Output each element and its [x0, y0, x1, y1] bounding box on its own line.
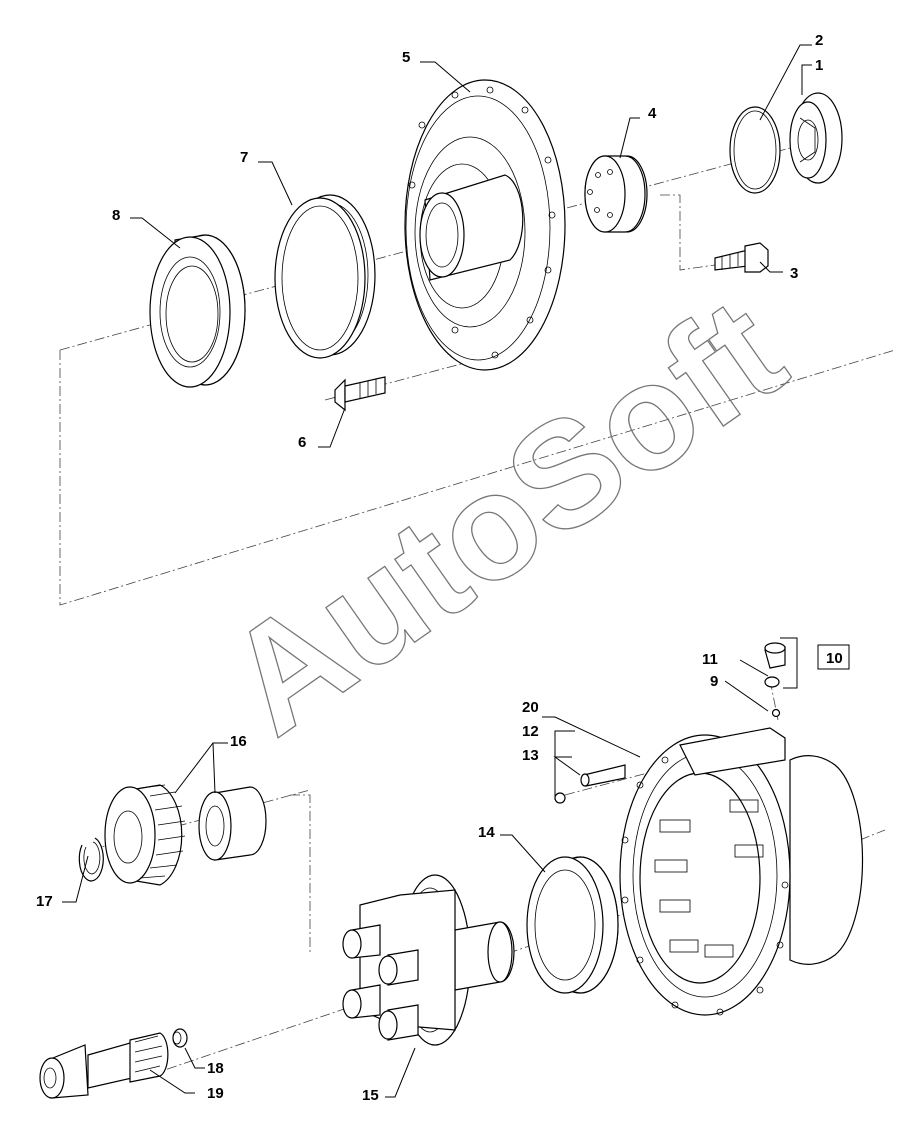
part-19-sun-gear-shaft: [39, 1032, 169, 1099]
callout-12: 12: [522, 723, 539, 740]
part-8-seal: [149, 234, 246, 388]
part-17-circlip: [78, 837, 104, 882]
callout-15: 15: [362, 1087, 379, 1104]
part-6-bolt: [334, 376, 386, 412]
callout-1: 1: [815, 57, 823, 74]
callout-14: 14: [478, 824, 495, 841]
part-15-planet-carrier: [342, 874, 515, 1046]
part-13-ring: [554, 792, 566, 804]
callout-9: 9: [710, 673, 718, 690]
callout-11: 11: [702, 651, 718, 668]
callout-4: 4: [648, 105, 657, 122]
callout-7: 7: [240, 149, 248, 166]
part-20-planetary-housing: [619, 727, 864, 1016]
part-1-seal-cap: [789, 92, 843, 184]
gear-teeth: [139, 784, 186, 879]
planet-gear-pins: [342, 924, 419, 1041]
part-7-ring: [274, 194, 376, 359]
callout-19: 19: [207, 1085, 224, 1102]
part-12-pin: [580, 764, 626, 787]
flange-bolt-holes: [408, 86, 556, 359]
part-3-bolt: [714, 242, 769, 273]
callout-labels: 1 2 3 4 5 6 7 8 9 10 11 12 13 14 15 16 1…: [36, 32, 850, 1104]
housing-bolt-holes: [621, 756, 789, 1016]
part-10-plug-kit: [764, 637, 798, 718]
callout-16: 16: [230, 733, 247, 750]
callout-3: 3: [790, 265, 798, 282]
part-16-gear-and-bearing: [104, 784, 267, 886]
callout-5: 5: [402, 49, 410, 66]
callout-10: 10: [826, 650, 843, 667]
callout-13: 13: [522, 747, 539, 764]
part-4-disc: [584, 155, 648, 233]
callout-18: 18: [207, 1060, 224, 1077]
callout-2: 2: [815, 32, 823, 49]
callout-8: 8: [112, 207, 120, 224]
callout-6: 6: [298, 434, 306, 451]
part-18-plug: [172, 1028, 188, 1048]
housing-inner-teeth: [654, 799, 764, 958]
part-2-o-ring: [729, 106, 781, 194]
part-14-seal-ring: [526, 856, 619, 994]
part-5-flange-hub: [404, 79, 566, 371]
callout-17: 17: [36, 893, 53, 910]
callout-10-box: [817, 644, 850, 670]
callout-20: 20: [522, 699, 539, 716]
leader-lines: [62, 44, 812, 1098]
